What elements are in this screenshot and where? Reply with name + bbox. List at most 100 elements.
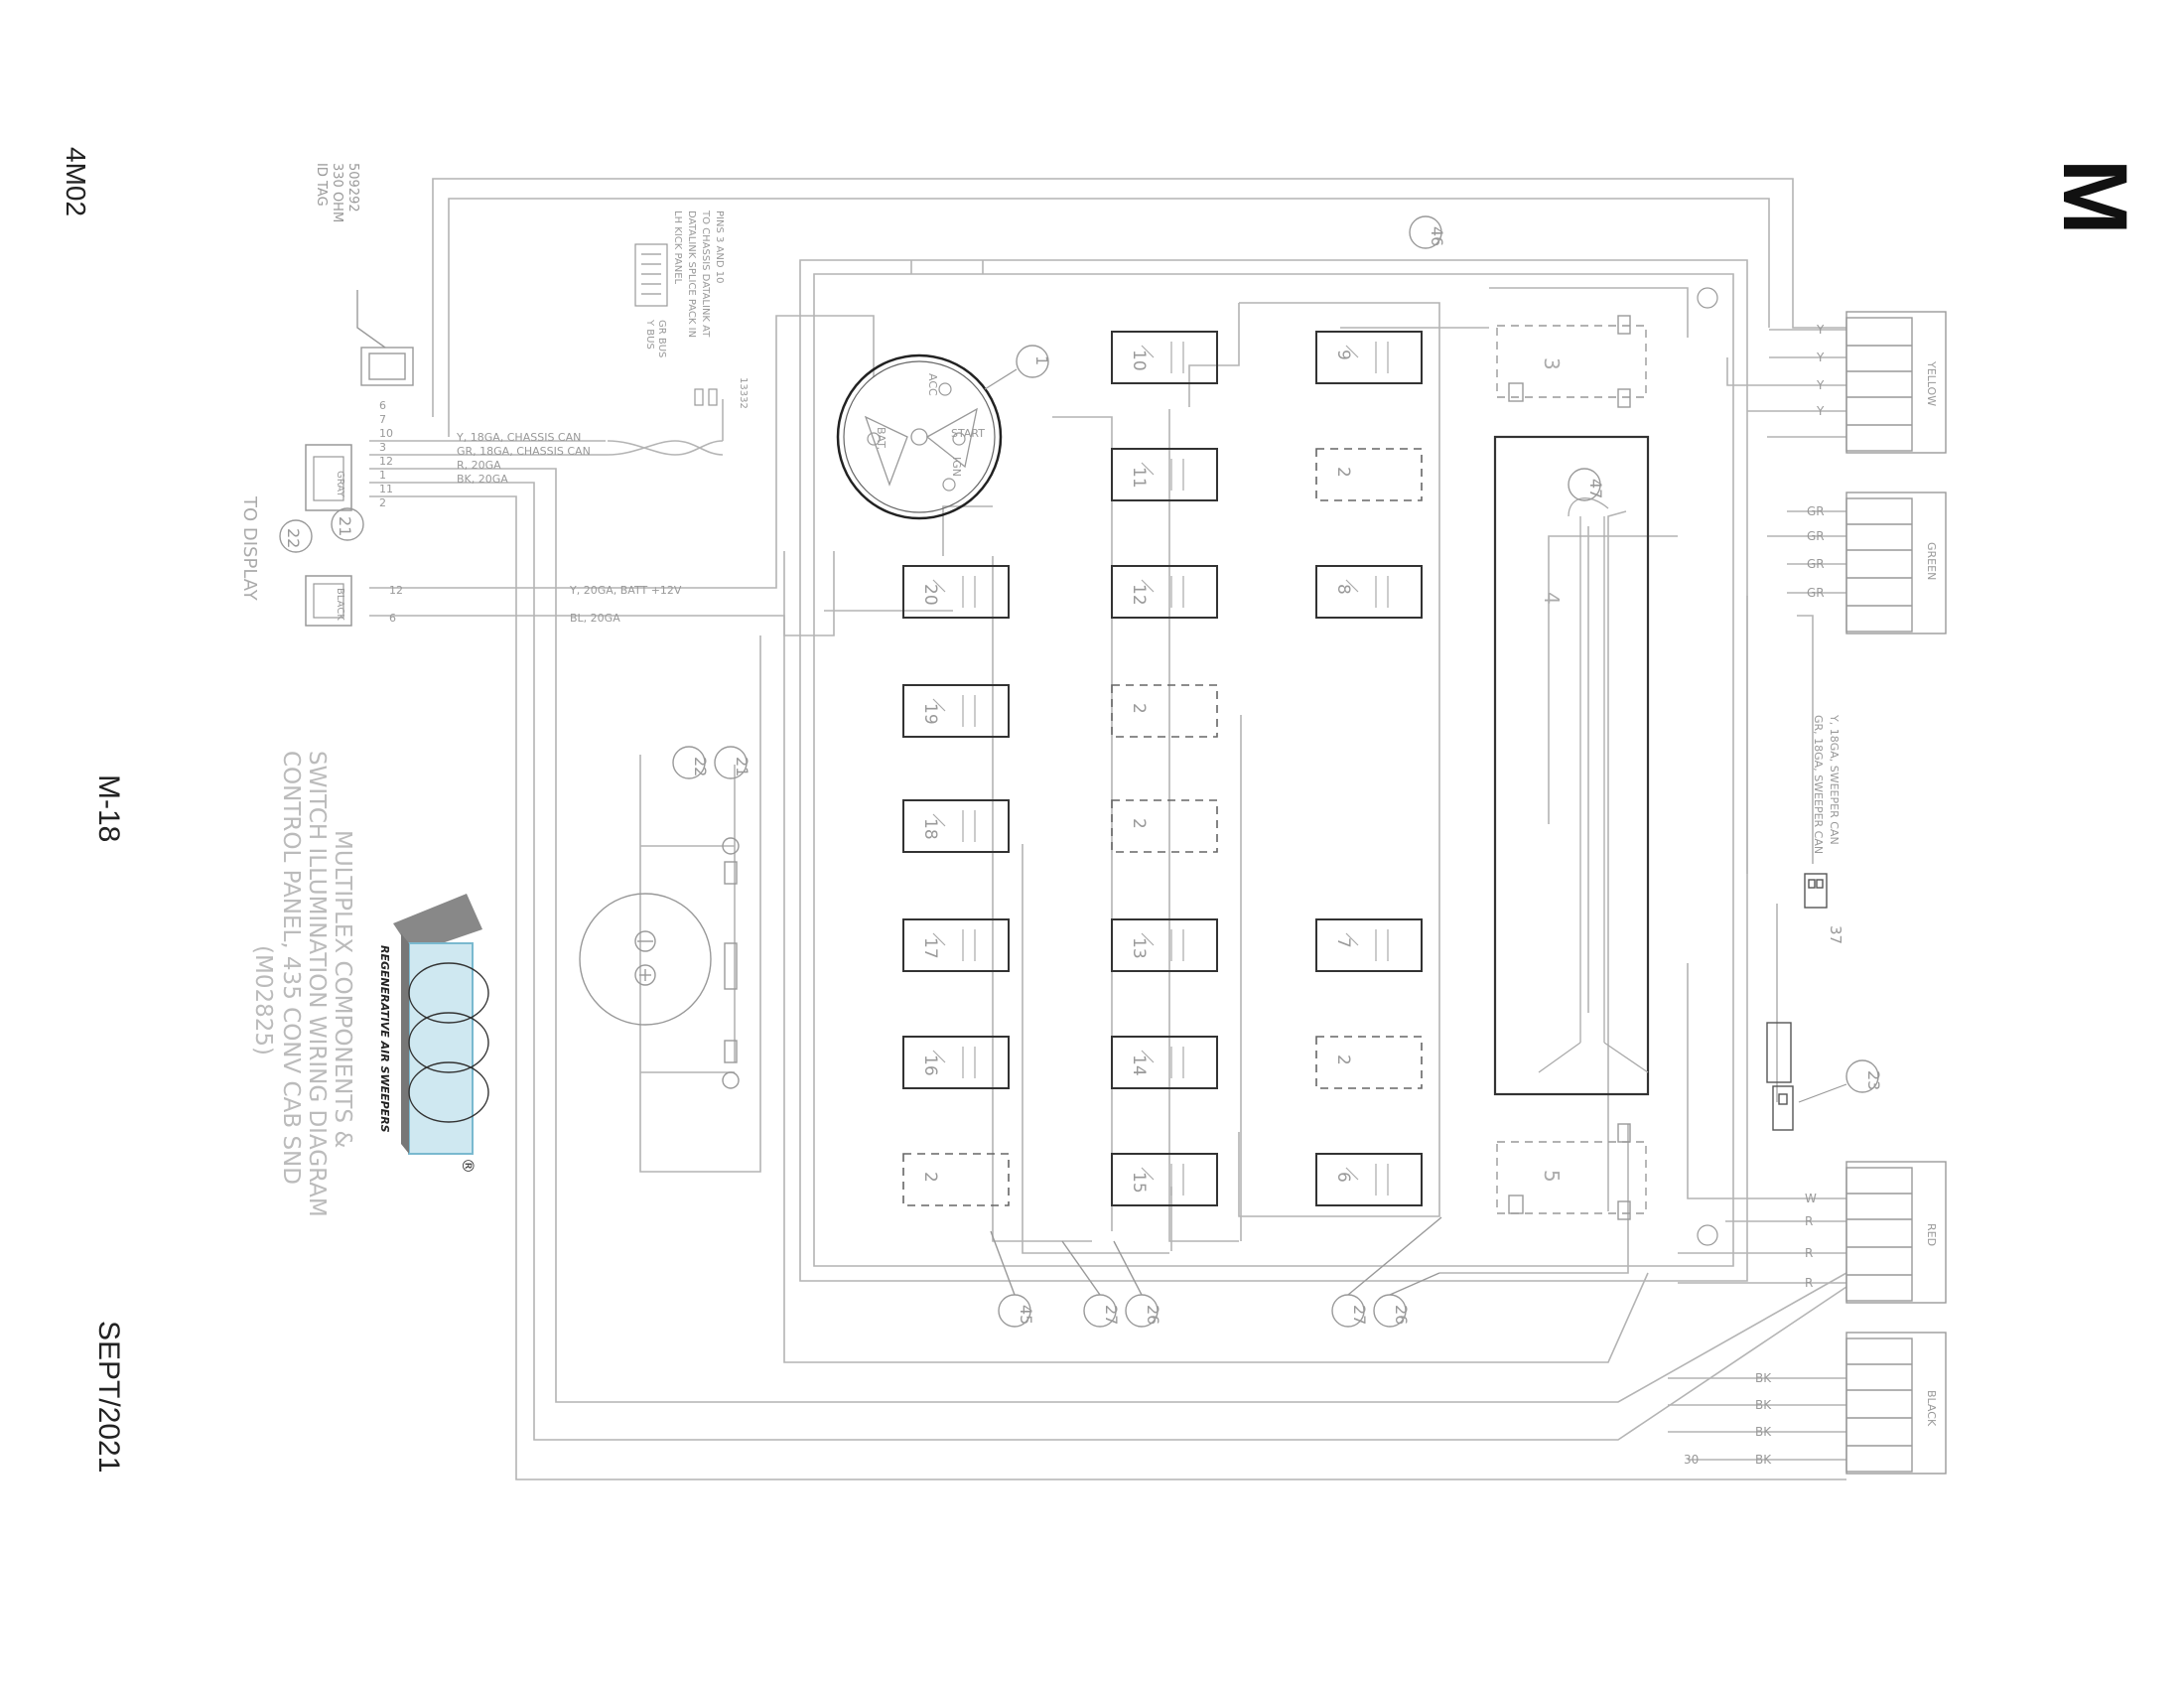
callout-45-label: 45: [1017, 1305, 1035, 1325]
callout-25-label: 23: [1864, 1070, 1883, 1090]
black-left-connector: BLACK: [305, 575, 352, 627]
y-bus-label: Y BUS: [644, 319, 655, 350]
switch-7: 7: [1315, 918, 1423, 972]
gray-pin-11: 11: [379, 483, 393, 495]
switch-number: 11: [1129, 467, 1149, 489]
module-3-label: 3: [1540, 357, 1564, 370]
switch-11: 11: [1111, 448, 1218, 501]
switch-number: 6: [1333, 1172, 1353, 1183]
datalink-note-1: PINS 3 AND 10: [714, 211, 725, 283]
callout-21-label: 21: [733, 757, 751, 776]
switch-number: 2: [920, 1172, 940, 1183]
black-wire-3: BK: [1755, 1425, 1772, 1439]
black-right-connector-name: BLACK: [1925, 1390, 1938, 1427]
yellow-connector: [1845, 311, 1947, 454]
callout-24: [279, 519, 313, 553]
switch-2: 2: [1111, 684, 1218, 738]
red-connector-name: RED: [1925, 1223, 1938, 1246]
switch-number: 18: [920, 818, 940, 840]
title-line-4: (M02825): [250, 945, 276, 1055]
green-wire-3: GR: [1807, 557, 1825, 571]
red-wire-1: W: [1805, 1192, 1817, 1205]
callout-26b-label: 26: [1392, 1305, 1411, 1325]
gray-pin-2: 2: [379, 496, 386, 509]
gray-connector-name: GRAY: [335, 471, 345, 497]
black-right-connector: [1845, 1332, 1947, 1475]
module-5: [1496, 1123, 1647, 1220]
switch-number: 16: [920, 1055, 940, 1076]
wire-gr-chassis-can: GR, 18GA, CHASSIS CAN: [457, 445, 591, 458]
sweeper-can-gr: GR, 18GA, SWEEPER CAN: [1812, 715, 1825, 854]
module-3: [1496, 315, 1647, 408]
black-pin-30: 30: [1684, 1453, 1699, 1467]
title-line-3: CONTROL PANEL, 435 CONV CAB SND: [278, 751, 304, 1185]
ignition-ign: IGN: [950, 457, 963, 477]
red-wire-2: R: [1805, 1214, 1813, 1228]
switch-number: 2: [1333, 467, 1353, 478]
switch-number: 7: [1333, 937, 1353, 948]
switch-12: 12: [1111, 565, 1218, 619]
tymco-logo: ® REGENERATIVE AIR SWEEPERS: [378, 894, 489, 1174]
id-tag-label: ID TAG: [314, 163, 329, 207]
yellow-wire-2: Y: [1816, 351, 1825, 364]
datalink-note-4: LH KICK PANEL: [672, 211, 683, 285]
callout-21: [714, 746, 748, 779]
switch-number: 19: [920, 703, 940, 725]
id-tag-part: 509292: [345, 163, 360, 212]
switch-number: 14: [1129, 1055, 1149, 1076]
callout-24-label: 22: [284, 528, 303, 548]
gray-pin-10: 10: [379, 427, 393, 440]
switch-2: 2: [902, 1153, 1010, 1206]
callout-27b-label: 27: [1350, 1305, 1369, 1325]
switch-number: 2: [1129, 703, 1149, 714]
callout-26a-label: 26: [1144, 1305, 1162, 1325]
black-pin-12: 12: [389, 584, 403, 597]
green-wire-2: GR: [1807, 529, 1825, 543]
title-line-2: SWITCH ILLUMINATION WIRING DIAGRAM: [304, 751, 330, 1217]
switch-16: 16: [902, 1036, 1010, 1089]
switch-number: 2: [1333, 1055, 1353, 1065]
datalink-note-3: DATALINK SPLICE PACK IN: [686, 211, 697, 338]
ignition-bat: BAT.: [875, 427, 887, 450]
red-connector: [1845, 1161, 1947, 1304]
black-wire-1: BK: [1755, 1371, 1772, 1385]
switch-20: 20: [902, 565, 1010, 619]
wire-r-20ga: R, 20GA: [457, 459, 501, 472]
green-connector: [1845, 492, 1947, 634]
callout-47-label: 47: [1586, 479, 1605, 498]
buzzer-25: [1766, 1022, 1794, 1131]
speaker: [579, 837, 740, 1089]
datalink-splice-pack: [634, 243, 718, 406]
ignition-start: START: [951, 427, 985, 440]
gray-pin-7: 7: [379, 413, 386, 426]
gray-pin-6: 6: [379, 399, 386, 412]
ignition-acc: ACC: [926, 373, 939, 396]
switch-19: 19: [902, 684, 1010, 738]
switch-10: 10: [1111, 331, 1218, 384]
switch-number: 8: [1333, 584, 1353, 595]
sweeper-can-y: Y, 18GA, SWEEPER CAN: [1828, 714, 1841, 845]
ignition-switch: [836, 353, 1003, 520]
yellow-connector-name: YELLOW: [1925, 360, 1938, 406]
module-4: [1493, 435, 1650, 1096]
switch-6: 6: [1315, 1153, 1423, 1206]
gray-connector: GRAY: [305, 444, 352, 511]
callout-46: [1409, 215, 1442, 249]
switch-2: 2: [1111, 799, 1218, 853]
switch-number: 12: [1129, 584, 1149, 606]
yellow-wire-4: Y: [1816, 404, 1825, 418]
switch-9: 9: [1315, 331, 1423, 384]
callout-37-label: 37: [1827, 925, 1844, 944]
switch-18: 18: [902, 799, 1010, 853]
yellow-wire-3: Y: [1816, 378, 1825, 392]
red-wire-4: R: [1805, 1276, 1813, 1290]
logo-registered-mark: ®: [459, 1158, 478, 1174]
callout-27a-label: 27: [1102, 1305, 1121, 1325]
black-wire-2: BK: [1755, 1398, 1772, 1412]
wire-y-batt: Y, 20GA, BATT +12V: [569, 584, 682, 597]
module-5-label: 5: [1540, 1170, 1564, 1183]
green-wire-4: GR: [1807, 586, 1825, 600]
